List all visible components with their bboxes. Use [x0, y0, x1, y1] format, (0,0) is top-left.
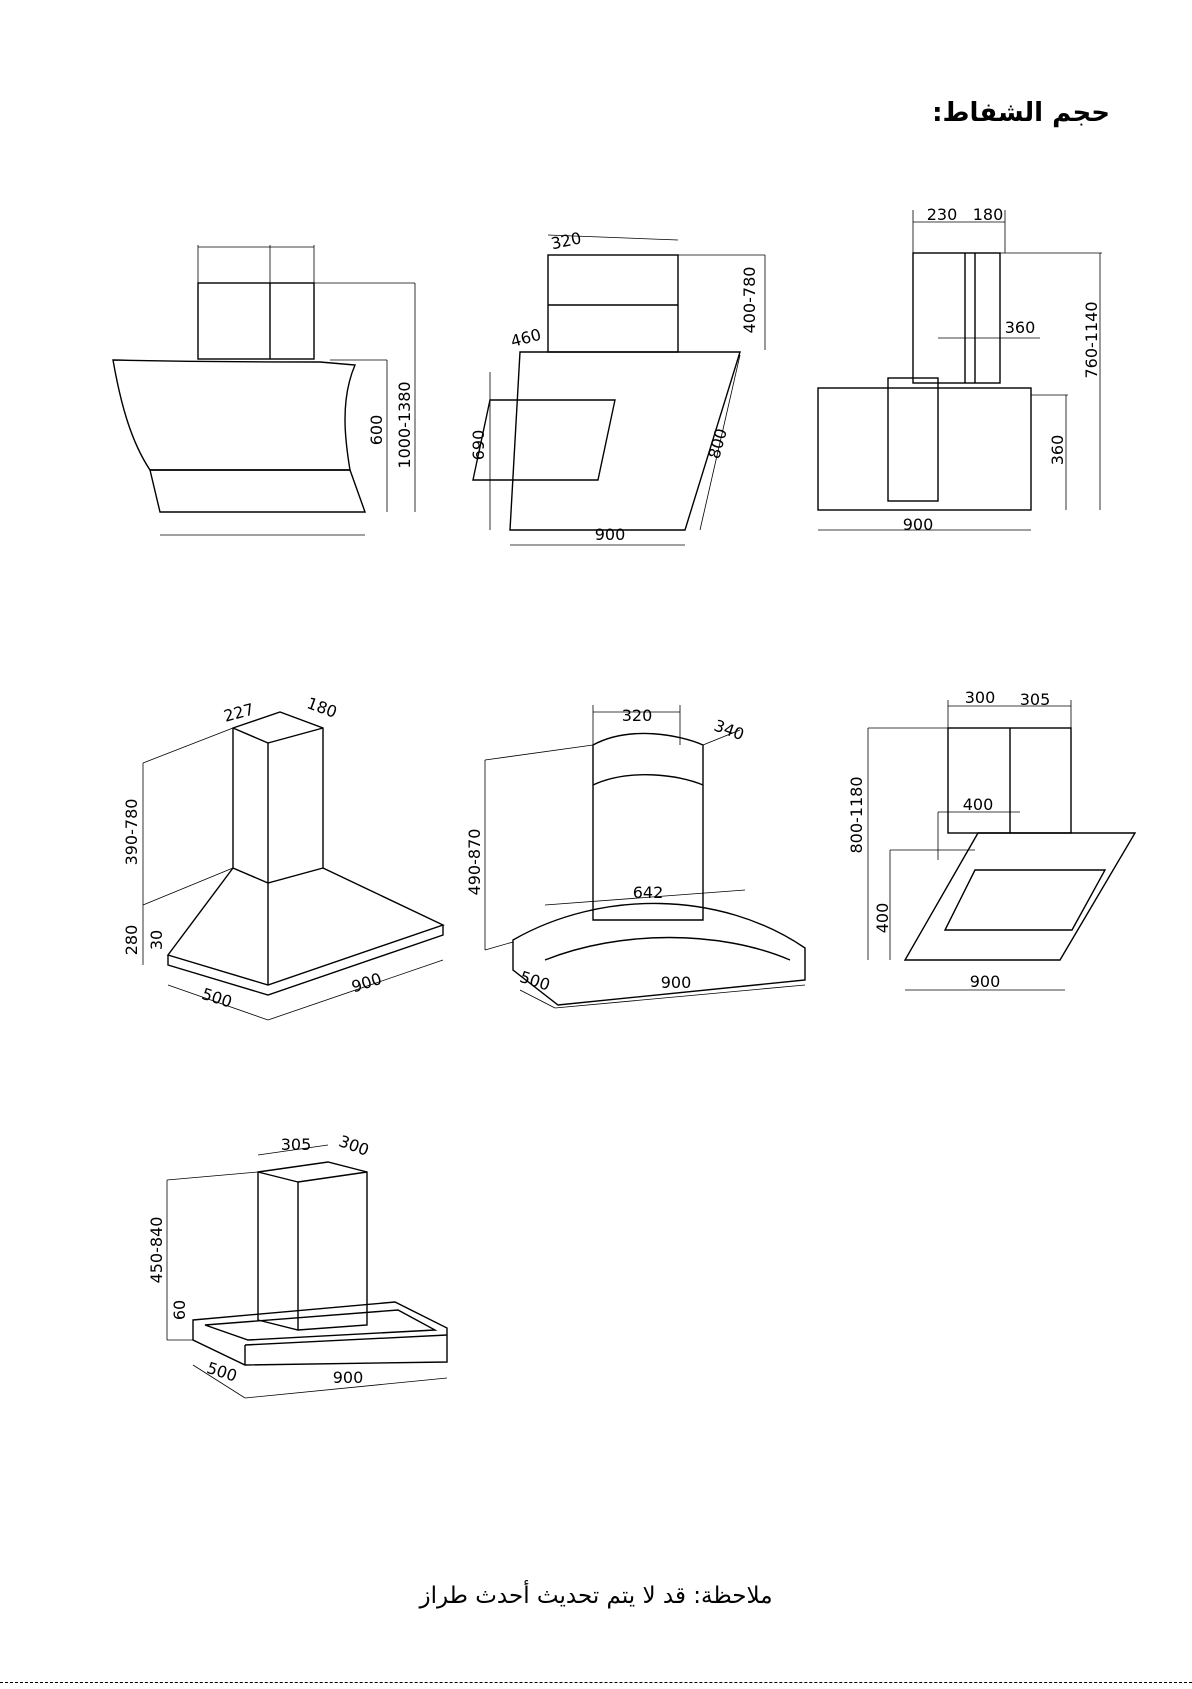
d7-w1: 305 [281, 1135, 312, 1154]
d7-chimney: 450-840 [147, 1217, 166, 1284]
d7-depth: 500 [204, 1358, 239, 1386]
bottom-rule [0, 1682, 1192, 1683]
note-text: ملاحظة: قد لا يتم تحديث أحدث طراز [0, 1583, 1192, 1609]
d7-w2: 300 [336, 1131, 371, 1159]
d7-width: 900 [333, 1368, 364, 1387]
d7-rim: 60 [170, 1300, 189, 1320]
